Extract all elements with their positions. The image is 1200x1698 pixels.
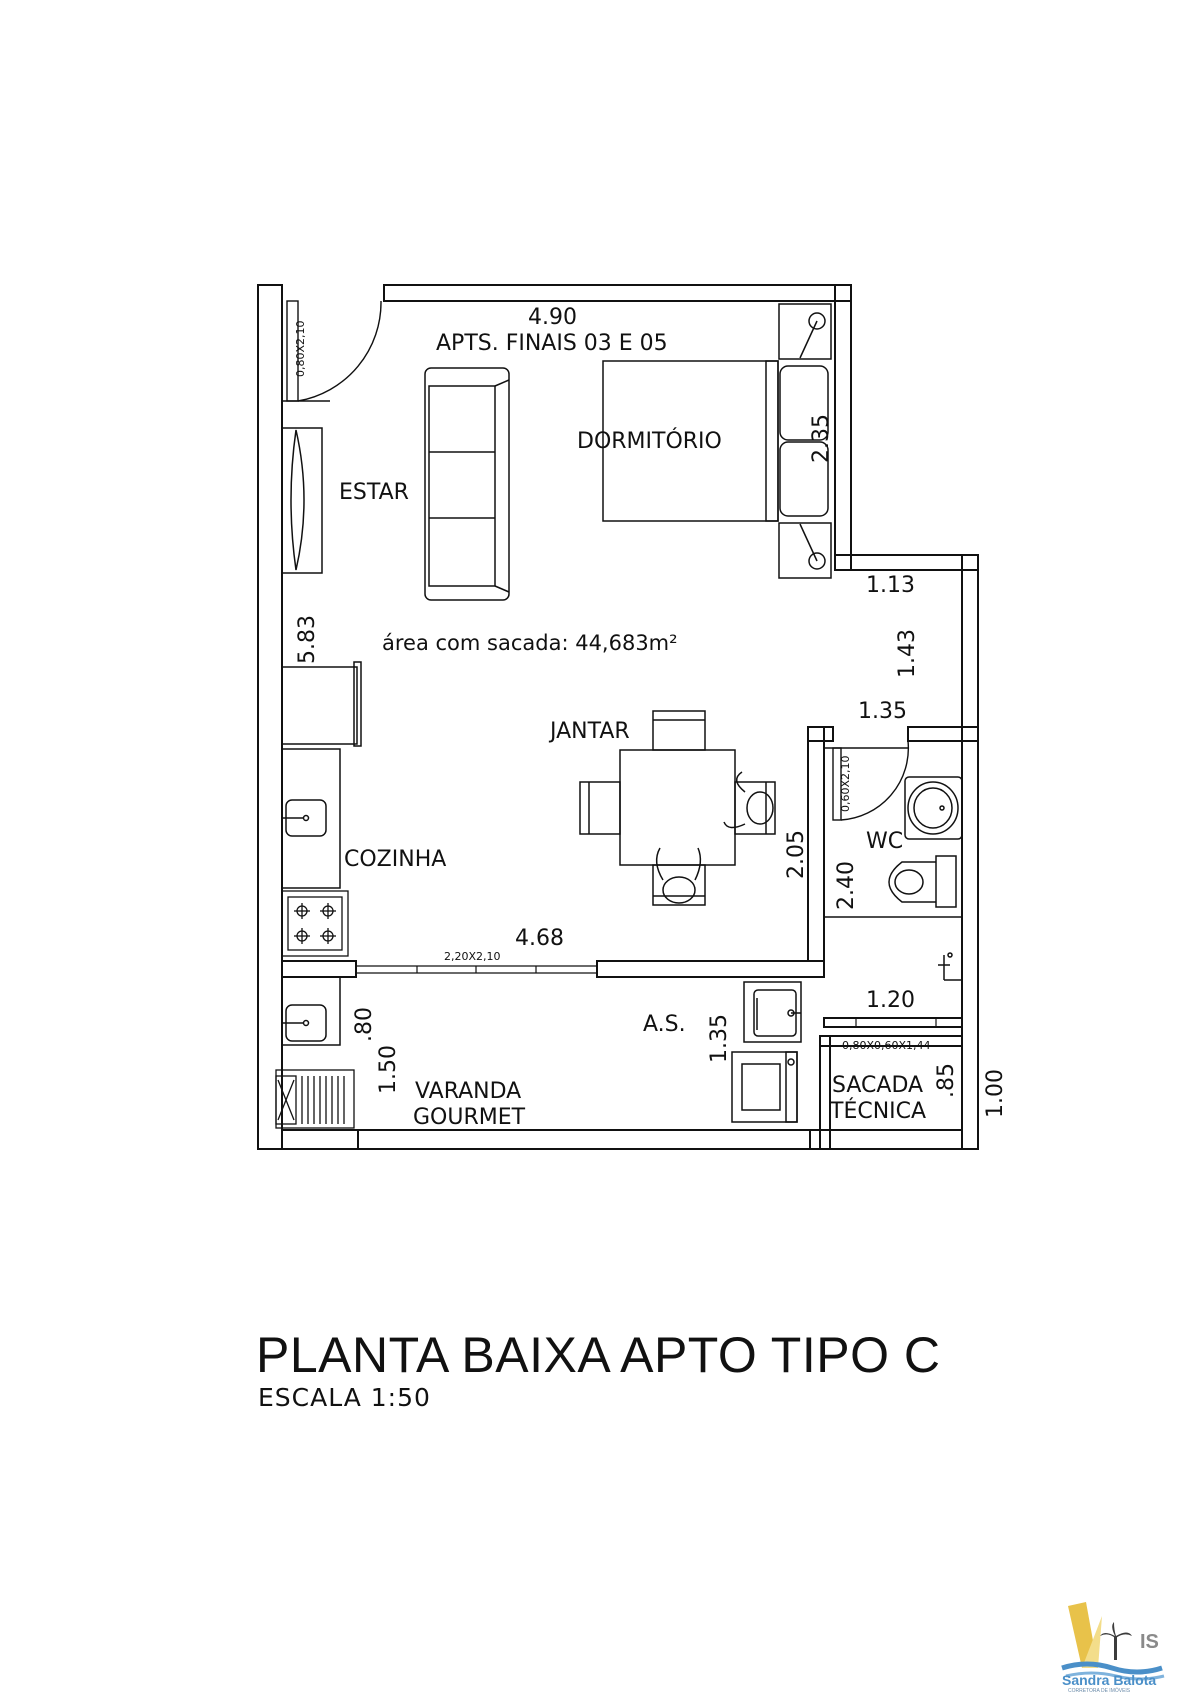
dim-right-mid: 1.43 [895,629,920,678]
scale-label: ESCALA 1:50 [258,1383,431,1412]
fridge [281,661,362,747]
tv-furniture [281,427,323,574]
washing-machine [731,1051,798,1123]
dim-sacada-width: 1.20 [866,988,915,1013]
dining-table [579,710,776,906]
dim-dorm-depth: 2.35 [809,414,834,463]
label-varanda-2: GOURMET [413,1105,526,1130]
dim-sacada-depth: .85 [934,1063,959,1098]
dim-sacada-height: 1.00 [983,1069,1008,1118]
wave-icon [1061,1661,1163,1675]
kitchen-counter [281,748,341,889]
logo-letters: IS [1140,1631,1159,1653]
dim-as-height: 1.35 [707,1014,732,1063]
label-wc: WC [866,829,903,854]
logo-tagline: CORRETORA DE IMÓVEIS [1068,1688,1131,1694]
dim-wc-width-top: 1.35 [858,699,907,724]
wc-door [824,740,910,821]
label-subtitle: APTS. FINAIS 03 E 05 [436,331,668,356]
dimension-labels: 4.90 2.35 5.83 1.13 1.43 1.35 2.05 2.40 … [295,305,1008,1118]
dim-top-width: 4.90 [528,305,577,330]
palm-tree-icon [1100,1622,1132,1660]
dim-varanda-height: 1.50 [376,1045,401,1094]
label-cozinha: COZINHA [344,847,446,872]
opening-sliding-door: 2,20X2,10 [444,950,501,963]
sacada-window [848,1017,944,1028]
page-title: PLANTA BAIXA APTO TIPO C [256,1327,941,1383]
wc-fixtures [824,776,963,981]
label-as: A.S. [643,1012,686,1037]
dim-right-step: 1.13 [866,573,915,598]
label-sacada-2: TÉCNICA [829,1098,926,1124]
dim-wc-height: 2.40 [834,861,859,910]
laundry-tank [743,981,802,1043]
varanda-sink [281,976,341,1046]
double-bed [602,303,832,579]
opening-wc-door: 0,60X2,10 [839,755,852,812]
grill [275,1069,355,1129]
wave-light-icon [1065,1671,1165,1681]
room-labels: APTS. FINAIS 03 E 05 ESTAR DORMITÓRIO ár… [339,331,926,1130]
sofa [424,367,510,601]
dim-bottom-width: 4.68 [515,926,564,951]
label-area: área com sacada: 44,683m² [382,631,678,655]
label-sacada-1: SACADA [832,1073,923,1098]
entry-door [282,300,382,402]
opening-entry-door: 0,80X2,10 [294,320,307,377]
label-dormitorio: DORMITÓRIO [577,428,722,454]
dim-varanda-depth: .80 [352,1007,377,1042]
logo-name: Sandra Balota [1062,1672,1157,1688]
walls [257,284,979,1150]
label-estar: ESTAR [339,480,409,505]
opening-sacada-window: 0,80X0,60X1,44 [842,1039,931,1052]
sliding-door [356,965,597,974]
sail-light-icon [1082,1616,1102,1668]
company-logo: IS [1061,1602,1165,1681]
label-varanda-1: VARANDA [415,1079,521,1104]
opening-labels: 0,80X2,10 0,60X2,10 2,20X2,10 0,80X0,60X… [294,320,931,1052]
dim-jantar-height: 2.05 [784,830,809,879]
dim-left-height: 5.83 [295,615,320,664]
label-jantar: JANTAR [548,719,630,744]
cooktop [281,890,349,957]
